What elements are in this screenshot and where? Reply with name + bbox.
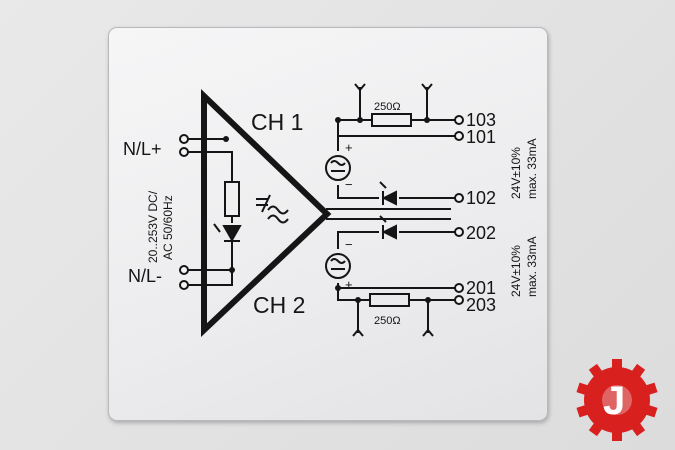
terminal-103 <box>454 115 464 125</box>
ch1-output-spec-line2: max. 33mA <box>525 138 539 199</box>
terminal-201 <box>454 283 464 293</box>
ch2-output-spec-line2: max. 33mA <box>525 236 539 297</box>
brand-logo: J <box>576 359 658 441</box>
terminal-101 <box>454 131 464 141</box>
ch2-voltage-source <box>325 253 351 279</box>
ch2-output-spec-line1: 24V±10% <box>509 245 523 297</box>
terminal-203 <box>454 295 464 305</box>
terminal-103-label: 103 <box>466 110 496 130</box>
supply-pos-label: N/L+ <box>123 139 162 159</box>
ch1-output-spec-line1: 24V±10% <box>509 147 523 199</box>
terminal-203-label: 203 <box>466 295 496 315</box>
logo-letter: J <box>603 379 625 423</box>
ch2-resistor-label: 250Ω <box>374 315 401 327</box>
supply-spec-line2: AC 50/60Hz <box>161 195 175 260</box>
ch2-source-plus: + <box>345 277 353 292</box>
terminal-101-label: 101 <box>466 127 496 147</box>
ch1-diode-icon <box>379 181 397 206</box>
isolator-outline <box>201 88 332 337</box>
supply-spec-line1: 20..253V DC/ <box>146 190 160 263</box>
terminal-nl-plus-b <box>179 147 189 157</box>
ch1-resistor <box>371 113 412 127</box>
ch2-diode-icon <box>379 215 397 240</box>
ch1-label: CH 1 <box>251 109 303 135</box>
ch2-source-minus: − <box>345 237 353 252</box>
terminal-201-label: 201 <box>466 278 496 298</box>
terminal-nl-minus-a <box>179 265 189 275</box>
terminal-102-label: 102 <box>466 188 496 208</box>
ch1-voltage-source <box>325 155 351 181</box>
logo-gear-icon <box>584 367 650 433</box>
terminal-202 <box>454 227 464 237</box>
label-plate <box>108 27 548 421</box>
ch2-label: CH 2 <box>253 292 305 318</box>
ch1-source-plus: + <box>345 140 353 155</box>
supply-neg-label: N/L- <box>128 266 162 286</box>
led-icon <box>213 223 242 243</box>
terminal-nl-plus-a <box>179 134 189 144</box>
ch1-resistor-label: 250Ω <box>374 101 401 113</box>
supply-resistor <box>224 181 240 217</box>
ch2-resistor <box>369 293 410 307</box>
isolation-icon <box>256 194 289 224</box>
terminal-102 <box>454 193 464 203</box>
terminal-nl-minus-b <box>179 280 189 290</box>
terminal-202-label: 202 <box>466 223 496 243</box>
ch1-source-minus: − <box>345 177 353 192</box>
